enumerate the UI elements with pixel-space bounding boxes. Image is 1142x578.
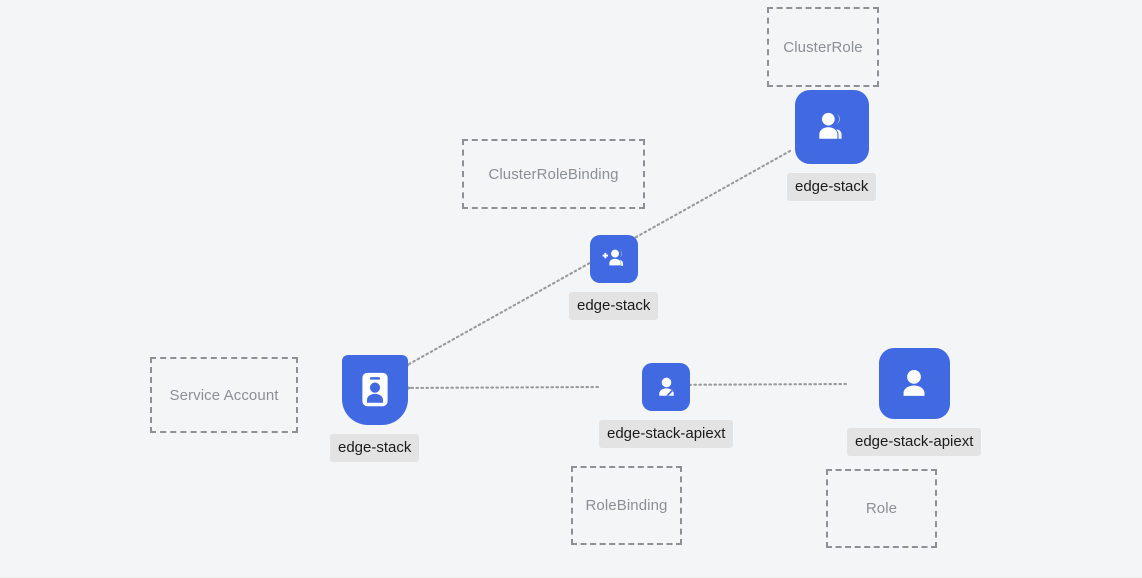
node-label: edge-stack bbox=[787, 173, 877, 201]
kind-label: Service Account bbox=[169, 386, 279, 404]
cluster-role-icon[interactable] bbox=[794, 90, 869, 164]
kind-label: Role bbox=[865, 500, 898, 517]
kind-label: RoleBinding bbox=[585, 497, 668, 514]
kind-label: ClusterRoleBinding bbox=[488, 165, 619, 183]
node-label: edge-stack-apiext bbox=[847, 428, 982, 456]
kind-box-service-account: Service Account bbox=[150, 357, 298, 433]
node-label: edge-stack bbox=[330, 434, 420, 462]
node-cluster-role-binding[interactable]: edge-stack bbox=[569, 235, 659, 320]
node-role[interactable]: edge-stack-apiext bbox=[847, 348, 982, 456]
cluster-role-binding-icon[interactable] bbox=[589, 235, 638, 283]
role-binding-icon[interactable] bbox=[642, 363, 691, 411]
node-label: edge-stack-apiext bbox=[599, 420, 734, 448]
node-label: edge-stack bbox=[569, 292, 659, 320]
service-account-icon[interactable] bbox=[341, 355, 408, 425]
node-role-binding[interactable]: edge-stack-apiext bbox=[599, 363, 734, 448]
kind-box-cluster-role-binding: ClusterRoleBinding bbox=[462, 139, 645, 209]
kind-label: ClusterRole bbox=[783, 38, 863, 56]
role-icon[interactable] bbox=[878, 348, 950, 419]
kind-box-role: Role bbox=[826, 469, 937, 548]
node-cluster-role[interactable]: edge-stack bbox=[787, 90, 877, 201]
kind-box-cluster-role: ClusterRole bbox=[767, 7, 879, 87]
node-service-account[interactable]: edge-stack bbox=[330, 355, 420, 462]
edge-rolebinding-to-serviceaccount bbox=[400, 383, 600, 394]
kind-box-role-binding: RoleBinding bbox=[571, 466, 682, 545]
